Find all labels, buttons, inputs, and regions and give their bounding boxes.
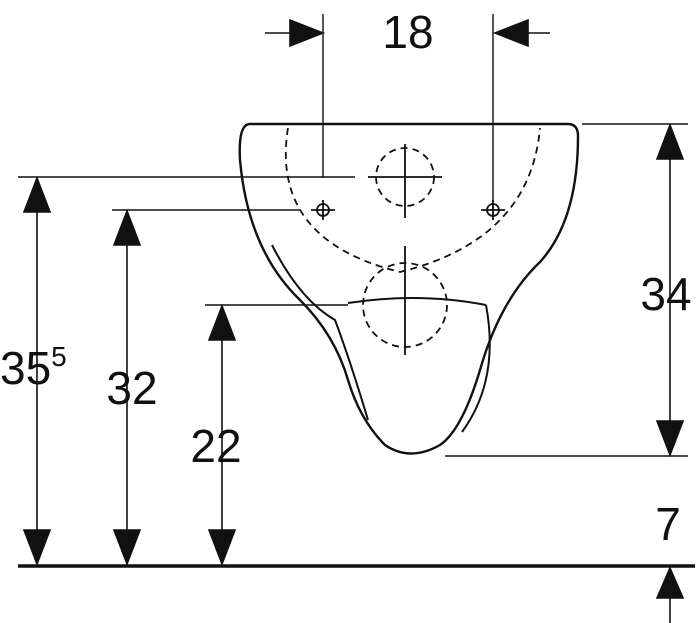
bowl-inner-right [461, 304, 491, 433]
dimension-upper-fix-superscript: 5 [51, 341, 67, 372]
dimension-arrows [22, 18, 685, 623]
center-marks [311, 144, 505, 355]
dimension-floor-offset-label: 7 [655, 498, 681, 550]
dimension-outlet-height-label: 22 [190, 420, 241, 472]
dimension-upper-fix-main: 35 [0, 342, 51, 394]
bowl-inner-left [271, 244, 369, 421]
dimension-upper-fix-height-label: 355 [0, 341, 67, 394]
dimension-width-label: 18 [382, 6, 433, 58]
dimension-total-height-label: 34 [640, 268, 691, 320]
inner-bowl-dashed [284, 127, 541, 273]
toilet-outline [238, 122, 580, 455]
dimension-lower-fix-height-label: 32 [106, 362, 157, 414]
bowl-rim-line [347, 296, 487, 306]
bowl-outer-contour [238, 122, 580, 455]
